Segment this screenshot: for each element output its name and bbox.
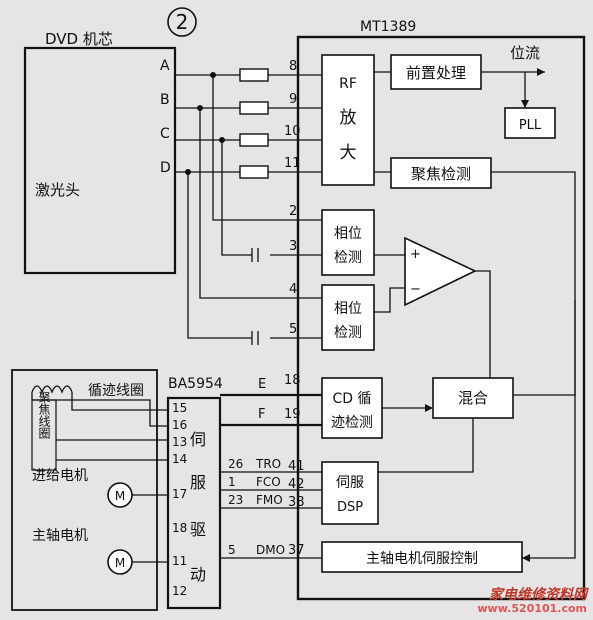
svg-text:PLL: PLL <box>519 118 542 133</box>
svg-text:42: 42 <box>288 477 305 492</box>
svg-text:动: 动 <box>190 565 206 584</box>
svg-text:FCO: FCO <box>256 475 281 489</box>
resistor-c <box>239 133 269 147</box>
svg-text:相位: 相位 <box>334 301 362 317</box>
resistor-a <box>239 68 269 82</box>
svg-text:−: − <box>410 282 421 297</box>
phase-detect-2-block <box>321 284 375 351</box>
servo-dsp-block <box>321 461 379 525</box>
signal-e: E <box>258 377 266 392</box>
svg-text:2: 2 <box>289 204 297 219</box>
pll-block <box>504 107 556 139</box>
svg-text:8: 8 <box>289 59 297 74</box>
watermark-url: www.520101.com <box>477 602 587 616</box>
resistor-b <box>239 101 269 115</box>
svg-text:伺: 伺 <box>190 430 206 449</box>
focus-coil-label: 聚焦线圈 <box>37 391 51 440</box>
track-coil-label: 循迹线圈 <box>88 383 144 399</box>
svg-text:5: 5 <box>228 543 236 557</box>
svg-text:放: 放 <box>340 108 357 128</box>
svg-text:检测: 检测 <box>334 250 362 266</box>
watermark: 家电维修资料网 www.520101.com <box>437 587 587 616</box>
svg-text:主轴电机伺服控制: 主轴电机伺服控制 <box>366 551 478 567</box>
svg-text:前置处理: 前置处理 <box>406 64 466 82</box>
svg-text:10: 10 <box>284 124 301 139</box>
svg-text:9: 9 <box>289 92 297 107</box>
svg-text:+: + <box>410 247 421 262</box>
svg-text:迹检测: 迹检测 <box>331 415 373 431</box>
mt1389-title: MT1389 <box>360 19 416 35</box>
figure-number-circle <box>167 7 197 37</box>
rf-amplifier-block <box>321 54 375 186</box>
svg-text:26: 26 <box>228 457 243 471</box>
svg-text:FMO: FMO <box>256 493 283 507</box>
svg-text:14: 14 <box>172 452 187 466</box>
svg-text:11: 11 <box>284 156 301 171</box>
watermark-title: 家电维修资料网 <box>489 587 587 604</box>
svg-text:17: 17 <box>172 487 187 501</box>
svg-text:16: 16 <box>172 418 187 432</box>
bitstream-label: 位流 <box>510 44 540 62</box>
laser-head-label: 激光头 <box>35 181 80 199</box>
svg-text:18: 18 <box>172 521 187 535</box>
svg-text:18: 18 <box>284 373 301 388</box>
svg-text:CD 循: CD 循 <box>332 391 371 407</box>
cd-track-detect-block <box>321 377 383 439</box>
track-coil-symbol <box>31 385 73 394</box>
svg-text:1: 1 <box>228 475 236 489</box>
svg-text:23: 23 <box>228 493 243 507</box>
svg-text:19: 19 <box>284 407 301 422</box>
svg-text:12: 12 <box>172 584 187 598</box>
mt1389-outline <box>296 35 586 601</box>
svg-text:相位: 相位 <box>334 226 362 242</box>
svg-text:聚焦检测: 聚焦检测 <box>411 165 471 183</box>
svg-text:41: 41 <box>288 459 305 474</box>
resistor-d <box>239 165 269 179</box>
feed-motor-label: 进给电机 <box>32 468 88 484</box>
signal-a: A <box>160 58 170 74</box>
figure-number: 2 <box>176 10 189 34</box>
svg-text:DMO: DMO <box>256 543 285 557</box>
ba5954-outline <box>166 396 222 610</box>
svg-text:M: M <box>115 556 125 570</box>
ba5954-title: BA5954 <box>168 376 223 392</box>
svg-text:13: 13 <box>172 435 187 449</box>
svg-text:大: 大 <box>340 143 357 163</box>
signal-f: F <box>258 407 265 422</box>
svg-text:TRO: TRO <box>255 457 281 471</box>
svg-text:DSP: DSP <box>337 500 363 515</box>
spindle-control-block <box>321 541 523 573</box>
left-section-outline <box>11 369 158 611</box>
svg-text:服: 服 <box>190 473 206 492</box>
svg-text:4: 4 <box>289 282 297 297</box>
spindle-motor-label: 主轴电机 <box>32 528 88 544</box>
svg-text:15: 15 <box>172 401 187 415</box>
focus-detect-block <box>390 157 492 189</box>
svg-text:伺服: 伺服 <box>336 475 364 491</box>
svg-text:11: 11 <box>172 554 187 568</box>
signal-d: D <box>160 160 171 176</box>
comparator-amp <box>404 236 477 307</box>
dvd-core-outline <box>23 46 177 275</box>
svg-text:3: 3 <box>289 239 297 254</box>
phase-detect-1-block <box>321 209 375 276</box>
svg-text:38: 38 <box>288 495 305 510</box>
svg-text:混合: 混合 <box>458 389 488 407</box>
focus-coil-frame <box>31 399 57 471</box>
svg-text:驱: 驱 <box>190 520 206 539</box>
svg-text:37: 37 <box>288 543 305 558</box>
signal-c: C <box>160 126 170 142</box>
svg-text:M: M <box>115 489 125 503</box>
svg-text:检测: 检测 <box>334 325 362 341</box>
dvd-core-title: DVD 机芯 <box>45 30 113 48</box>
svg-text:RF: RF <box>339 76 357 92</box>
signal-b: B <box>160 92 170 108</box>
svg-text:5: 5 <box>289 322 297 337</box>
